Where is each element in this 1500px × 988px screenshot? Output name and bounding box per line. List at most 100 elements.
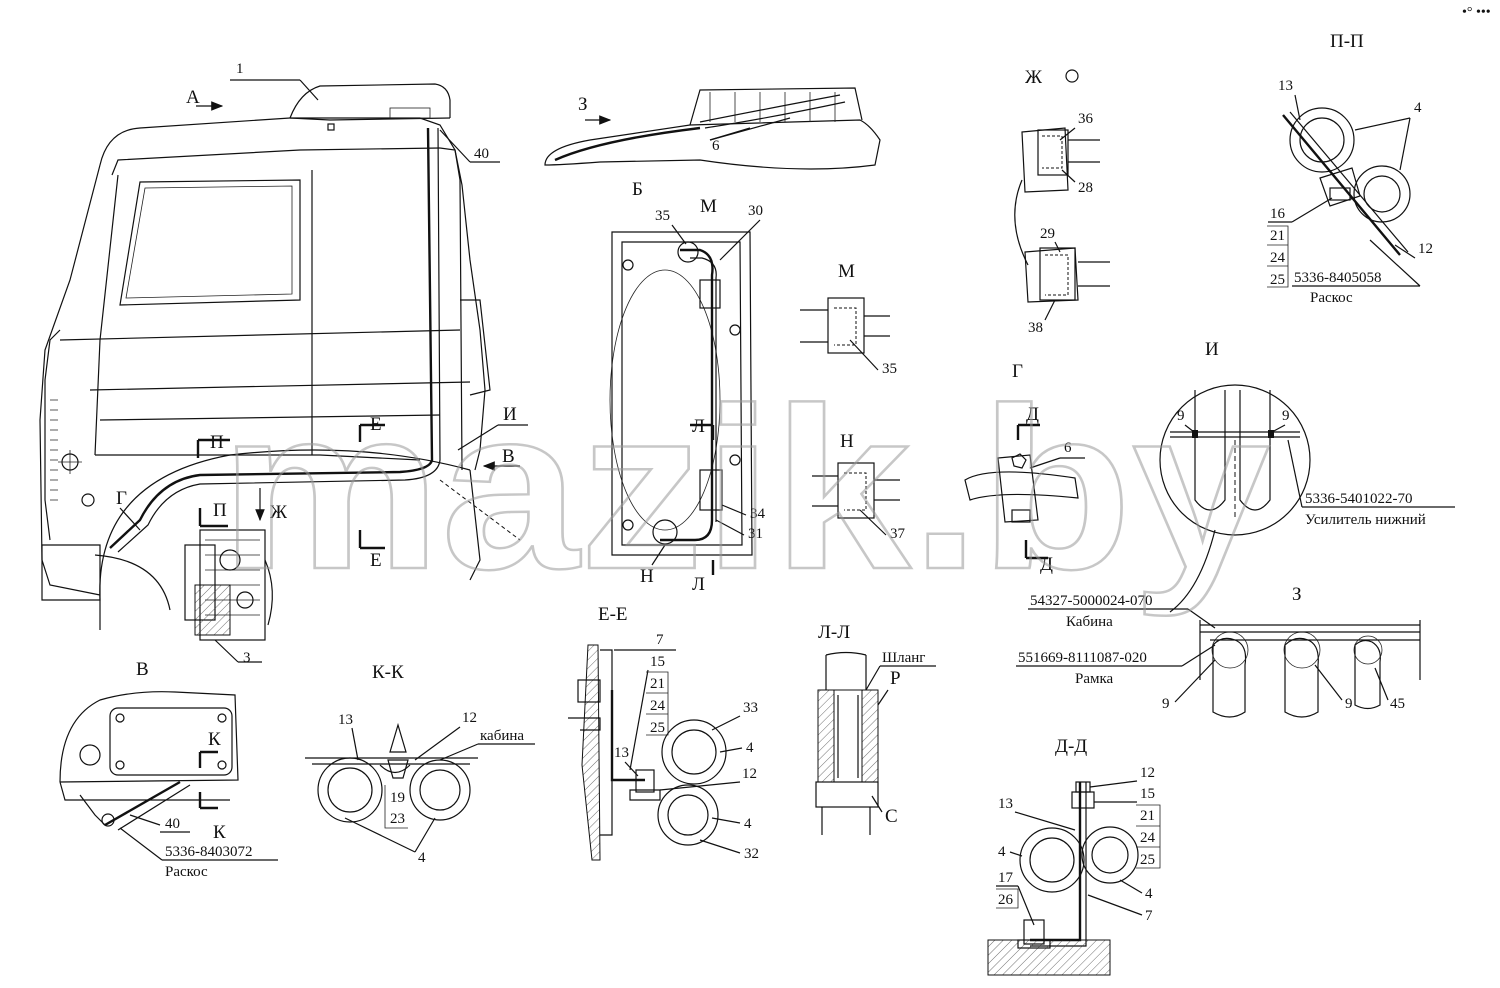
kk-callout-19: 19	[390, 790, 405, 806]
callout-6: 6	[712, 138, 720, 154]
pp-callout-24: 24	[1270, 250, 1286, 266]
z-frame-name: Рамка	[1075, 671, 1114, 687]
view-zh-title: Ж	[1025, 67, 1043, 88]
ee-callout-4b: 4	[744, 816, 752, 832]
view-i	[1159, 384, 1311, 536]
view-z	[1199, 620, 1421, 718]
view-g	[964, 453, 1079, 523]
z-frame-no: 551669-8111087-020	[1018, 650, 1147, 666]
i-callout-9b: 9	[1282, 408, 1290, 424]
g-callout-6: 6	[1064, 440, 1072, 456]
dd-callout-25: 25	[1140, 852, 1155, 868]
ee-callout-32: 32	[744, 846, 759, 862]
cut-mark-l2: Л	[692, 574, 705, 595]
view-zh-circle-icon	[1065, 69, 1079, 83]
kk-cab: кабина	[480, 728, 524, 744]
ll-hose: Шланг	[882, 650, 925, 666]
ee-callout-4a: 4	[746, 740, 754, 756]
view-v	[59, 691, 239, 831]
callout-3: 3	[243, 650, 251, 666]
pp-callout-12: 12	[1418, 241, 1433, 257]
ee-callout-12: 12	[742, 766, 757, 782]
cut-mark-v: В	[502, 446, 515, 467]
view-g-title: Г	[1012, 361, 1023, 382]
kk-callout-12: 12	[462, 710, 477, 726]
section-ll-title: Л-Л	[818, 622, 850, 643]
section-pp-title: П-П	[1330, 31, 1364, 52]
kk-callout-23: 23	[390, 811, 405, 827]
cut-mark-p-bottom: П	[213, 500, 227, 521]
callout-36: 36	[1078, 111, 1094, 127]
cut-mark-e-bottom: Е	[370, 550, 382, 571]
callout-37: 37	[890, 526, 906, 542]
watermark: mazik.by	[220, 360, 1270, 617]
v-part-name: Раскос	[165, 864, 208, 880]
corner-mark: •° •••	[1462, 5, 1491, 20]
cut-mark-d1: Д	[1026, 404, 1039, 425]
dd-callout-12: 12	[1140, 765, 1155, 781]
section-kk-title: К-К	[372, 662, 404, 683]
view-v-title: В	[136, 659, 149, 680]
dd-callout-15: 15	[1140, 786, 1155, 802]
cut-mark-l1: Л	[692, 416, 705, 437]
dd-callout-17: 17	[998, 870, 1014, 886]
callout-29: 29	[1040, 226, 1055, 242]
view-b	[609, 231, 753, 556]
dd-callout-7: 7	[1145, 908, 1153, 924]
section-dd-title: Д-Д	[1055, 736, 1087, 757]
callout-35b: 35	[882, 361, 897, 377]
view-n	[812, 462, 900, 519]
callout-28: 28	[1078, 180, 1093, 196]
callout-38: 38	[1028, 320, 1043, 336]
pp-callout-21: 21	[1270, 228, 1285, 244]
v-callout-40: 40	[165, 816, 180, 832]
dd-callout-13: 13	[998, 796, 1013, 812]
ee-callout-7: 7	[656, 632, 664, 648]
pp-callout-4: 4	[1414, 100, 1422, 116]
callout-35a: 35	[655, 208, 670, 224]
ee-callout-25: 25	[650, 720, 665, 736]
ll-callout-c: С	[885, 806, 898, 827]
view-z-top-title: З	[578, 94, 588, 115]
main-cab-view	[39, 83, 521, 641]
cut-mark-n1: Н	[640, 566, 654, 587]
cut-mark-d2: Д	[1040, 554, 1053, 575]
cut-mark-g: Г	[116, 488, 127, 509]
section-ee-title: Е-Е	[598, 604, 628, 625]
pp-callout-16: 16	[1270, 206, 1286, 222]
ee-callout-21: 21	[650, 676, 665, 692]
callout-1: 1	[236, 61, 244, 77]
view-z-top	[544, 87, 881, 170]
i-part-name: Усилитель нижний	[1305, 512, 1426, 528]
i-callout-9a: 9	[1177, 408, 1185, 424]
pp-callout-13: 13	[1278, 78, 1293, 94]
section-ll	[815, 651, 879, 835]
i-part-no: 5336-5401022-70	[1305, 491, 1413, 507]
cut-mark-zh: Ж	[270, 502, 288, 523]
z-callout-9b: 9	[1345, 696, 1353, 712]
cut-mark-p-top: П	[210, 432, 224, 453]
view-m-title: М	[838, 261, 855, 282]
dd-callout-4b: 4	[1145, 886, 1153, 902]
ll-callout-p: Р	[890, 668, 901, 689]
z-cab-name: Кабина	[1066, 614, 1113, 630]
ee-callout-13: 13	[614, 745, 629, 761]
kk-callout-13: 13	[338, 712, 353, 728]
dd-callout-4a: 4	[998, 844, 1006, 860]
compressor-unit	[184, 529, 273, 641]
dd-callout-26: 26	[998, 892, 1014, 908]
view-zh	[1014, 127, 1110, 303]
section-pp	[1282, 107, 1411, 256]
cut-mark-k2: К	[213, 822, 226, 843]
callout-31: 31	[748, 526, 763, 542]
z-callout-45: 45	[1390, 696, 1405, 712]
pp-part-name: Раскос	[1310, 290, 1353, 306]
pp-part-no: 5336-8405058	[1294, 270, 1382, 286]
view-b-m: М	[700, 196, 717, 217]
callout-40a: 40	[474, 146, 489, 162]
ee-callout-24: 24	[650, 698, 666, 714]
ee-callout-15: 15	[650, 654, 665, 670]
dd-callout-21: 21	[1140, 808, 1155, 824]
view-n-title: Н	[840, 431, 854, 452]
